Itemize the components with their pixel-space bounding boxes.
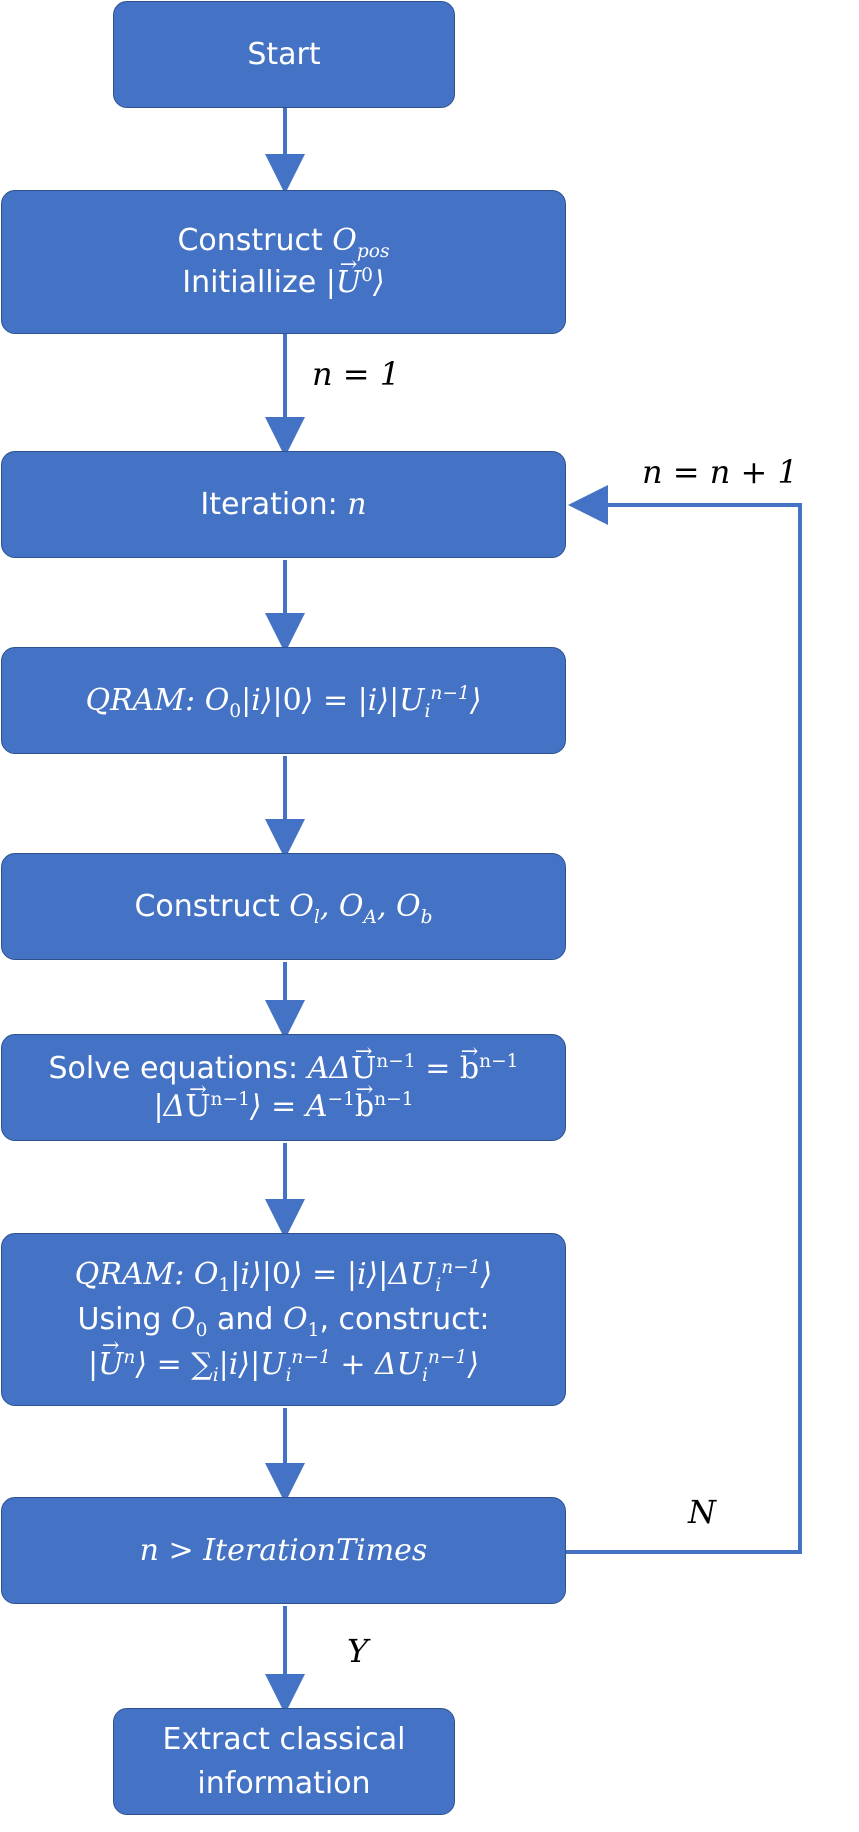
construct-word: Construct <box>177 223 323 258</box>
iteration-node: Iteration: n <box>1 451 566 558</box>
solve-equations-node: Solve equations: AΔUn−1 = bn−1 |ΔUn−1⟩ =… <box>1 1034 566 1141</box>
qram-load-node: QRAM: O0|i⟩|0⟩ = |i⟩|Uin−1⟩ <box>1 647 566 754</box>
construct-tail: , construct: <box>319 1302 490 1337</box>
iteration-line: Iteration: n <box>200 484 366 526</box>
update-ket-formula: |Un⟩ = ∑i|i⟩|Uin−1 + ΔUin−1⟩ <box>88 1330 479 1387</box>
oracle-symbols: Ol, OA, Ob <box>289 888 433 928</box>
qram-update-node: QRAM: O1|i⟩|0⟩ = |i⟩|ΔUin−1⟩ Using O0 an… <box>1 1233 566 1406</box>
initialize-line: Initiallize |U0⟩ <box>182 250 385 304</box>
label-n-increment: n = n + 1 <box>642 453 798 491</box>
label-yes-branch: Y <box>347 1632 369 1670</box>
construct-opos-node: Construct Opos Initiallize |U0⟩ <box>1 190 566 334</box>
construct-word: Construct <box>134 888 280 924</box>
extract-line-2: information <box>197 1765 371 1801</box>
qram-o0-formula: QRAM: O0|i⟩|0⟩ = |i⟩|Uin−1⟩ <box>85 682 482 722</box>
n-symbol: n <box>347 486 367 522</box>
qram-word: QRAM <box>74 1257 175 1292</box>
iteration-word: Iteration: <box>200 486 338 522</box>
solve-equations-line: Solve equations: AΔUn−1 = bn−1 <box>48 1039 519 1088</box>
extract-node: Extract classical information <box>113 1708 455 1815</box>
termination-check-node: n > IterationTimes <box>1 1497 566 1604</box>
solution-ket-formula: |ΔUn−1⟩ = A−1bn−1 <box>153 1076 413 1126</box>
extract-line-1: Extract classical <box>162 1722 406 1757</box>
u0-ket-symbol: |U0⟩ <box>326 250 385 300</box>
qram-word: QRAM <box>85 682 186 718</box>
loop-back-arrow <box>566 485 802 1554</box>
qram-o1-formula: QRAM: O1|i⟩|0⟩ = |i⟩|ΔUin−1⟩ <box>74 1257 493 1296</box>
label-no-branch: N <box>688 1493 716 1531</box>
start-node: Start <box>113 1 455 108</box>
construct-oracles-node: Construct Ol, OA, Ob <box>1 853 566 960</box>
linear-system-formula: AΔUn−1 = bn−1 <box>308 1039 519 1086</box>
initialize-word: Initiallize <box>182 265 317 300</box>
using-oracles-line: Using O0 and O1, construct: <box>77 1302 490 1341</box>
termination-condition: n > IterationTimes <box>139 1532 428 1568</box>
and-word: and <box>217 1302 274 1337</box>
solve-word: Solve equations: <box>48 1051 299 1086</box>
start-label: Start <box>247 36 321 72</box>
label-n-equals-1: n = 1 <box>312 355 401 393</box>
construct-oracles-line: Construct Ol, OA, Ob <box>134 886 432 928</box>
